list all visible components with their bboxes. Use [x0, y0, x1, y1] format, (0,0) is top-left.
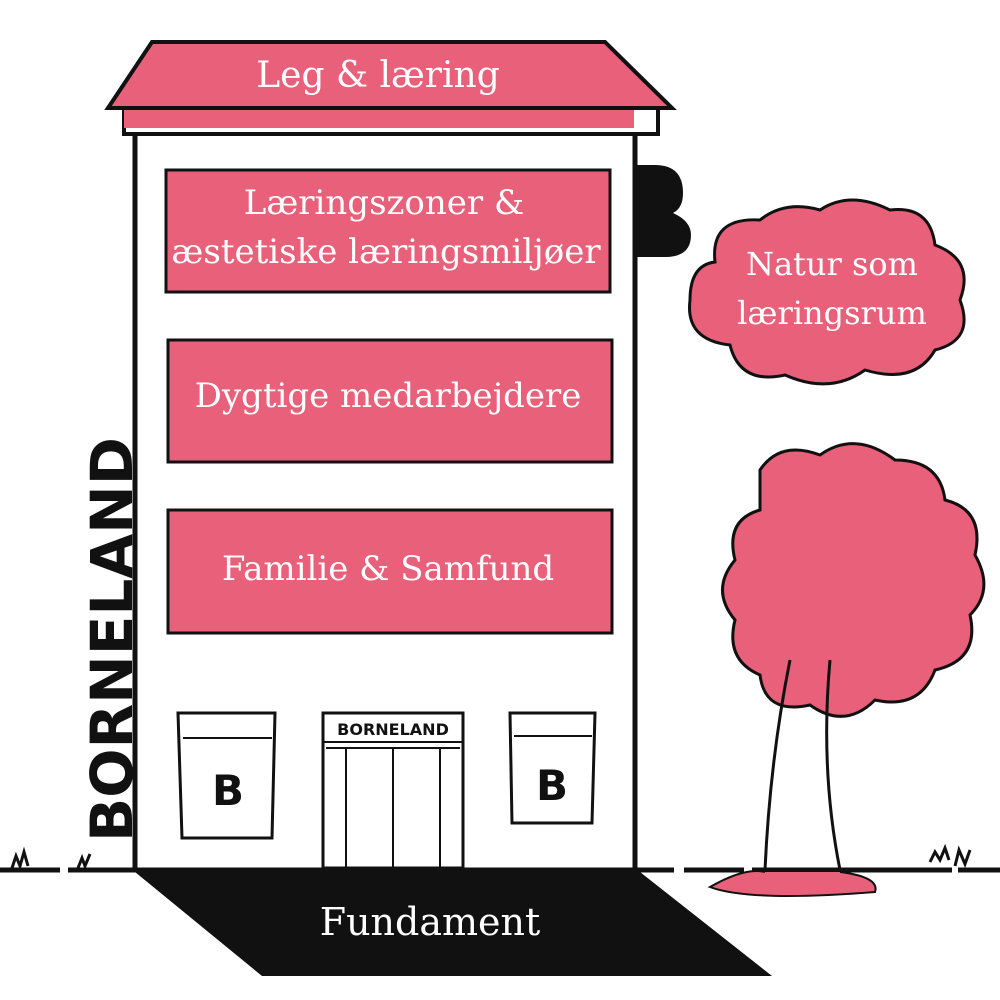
cloud-label: læringsrum — [737, 294, 927, 332]
window-right: B — [508, 711, 597, 825]
foundation-label: Fundament — [320, 900, 541, 944]
cloud: Natur som læringsrum — [688, 198, 966, 386]
b-logo-icon: B — [536, 761, 568, 810]
b-logo-icon — [630, 165, 691, 257]
roof-label: Leg & læring — [256, 55, 500, 96]
door-sign: BORNELAND — [337, 720, 449, 739]
floor-label: Dygtige medarbejdere — [195, 376, 582, 416]
foundation — [135, 872, 772, 976]
floor-box-family: Familie & Samfund — [166, 508, 614, 635]
floor-label: Familie & Samfund — [222, 549, 554, 589]
grass-icon — [10, 843, 972, 871]
cloud-label: Natur som — [746, 245, 918, 283]
floor-box-staff: Dygtige medarbejdere — [166, 338, 614, 464]
tree-icon — [707, 442, 986, 897]
floor-box-learning-zones: Læringszoner & æstetiske læringsmiljøer — [164, 168, 612, 294]
floor-label: æstetiske læringsmiljøer — [171, 232, 601, 272]
roof-eave-fill — [124, 108, 634, 128]
door: BORNELAND — [321, 711, 465, 870]
window-left: B — [176, 711, 277, 840]
b-logo-icon: B — [212, 766, 244, 815]
floor-label: Læringszoner & — [244, 183, 525, 223]
roof — [104, 40, 677, 110]
